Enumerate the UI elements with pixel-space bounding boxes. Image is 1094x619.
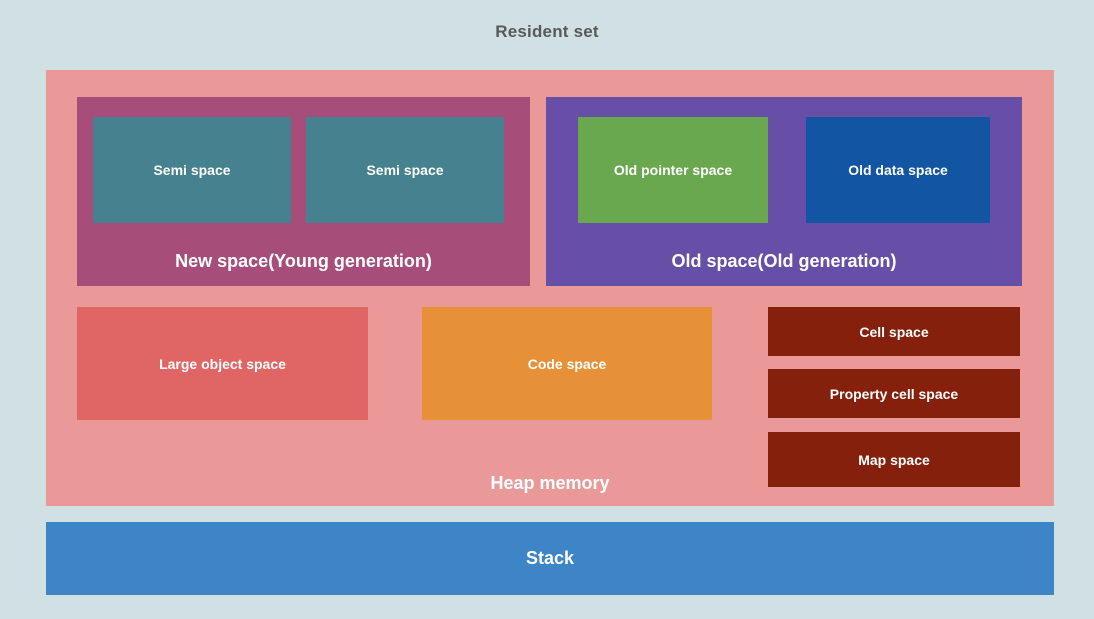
- new-space-region: Semi space Semi space New space(Young ge…: [77, 97, 530, 286]
- new-space-label: New space(Young generation): [175, 251, 432, 271]
- old-space-region: Old pointer space Old data space Old spa…: [546, 97, 1022, 286]
- large-object-space-box: Large object space: [77, 307, 368, 420]
- stack-region: Stack: [46, 522, 1054, 595]
- semi-space-box-2: Semi space: [306, 117, 504, 223]
- old-data-space-box: Old data space: [806, 117, 990, 223]
- heap-memory-region: Semi space Semi space New space(Young ge…: [46, 70, 1054, 506]
- cell-space-box: Cell space: [768, 307, 1020, 356]
- diagram-title: Resident set: [495, 22, 599, 41]
- old-space-label: Old space(Old generation): [671, 251, 897, 271]
- heap-memory-label: Heap memory: [490, 473, 610, 493]
- code-space-box: Code space: [422, 307, 712, 420]
- map-space-box: Map space: [768, 432, 1020, 487]
- old-pointer-space-box: Old pointer space: [578, 117, 768, 223]
- semi-space-box-1: Semi space: [93, 117, 291, 223]
- property-cell-space-box: Property cell space: [768, 369, 1020, 418]
